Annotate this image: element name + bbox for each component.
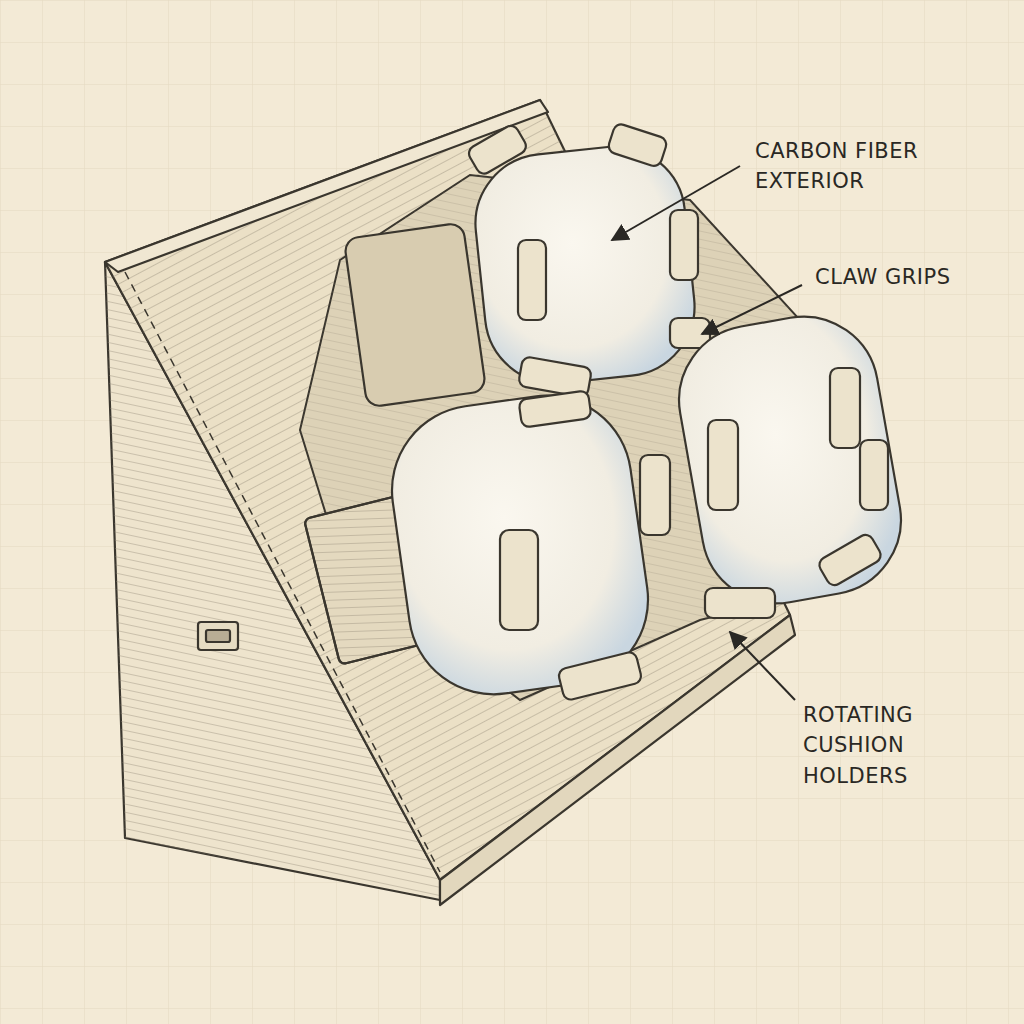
leader-line bbox=[702, 285, 802, 334]
callout-label: CLAW GRIPS bbox=[815, 262, 975, 292]
callout-label: ROTATING CUSHION HOLDERS bbox=[803, 700, 953, 791]
cushion-holder bbox=[344, 122, 710, 407]
callout-label: CARBON FIBER EXTERIOR bbox=[755, 136, 960, 197]
leader-lines bbox=[612, 166, 802, 700]
cushion-holder bbox=[667, 305, 913, 618]
cushion-holder bbox=[304, 385, 670, 706]
leader-line bbox=[730, 632, 795, 700]
leader-line bbox=[612, 166, 740, 240]
